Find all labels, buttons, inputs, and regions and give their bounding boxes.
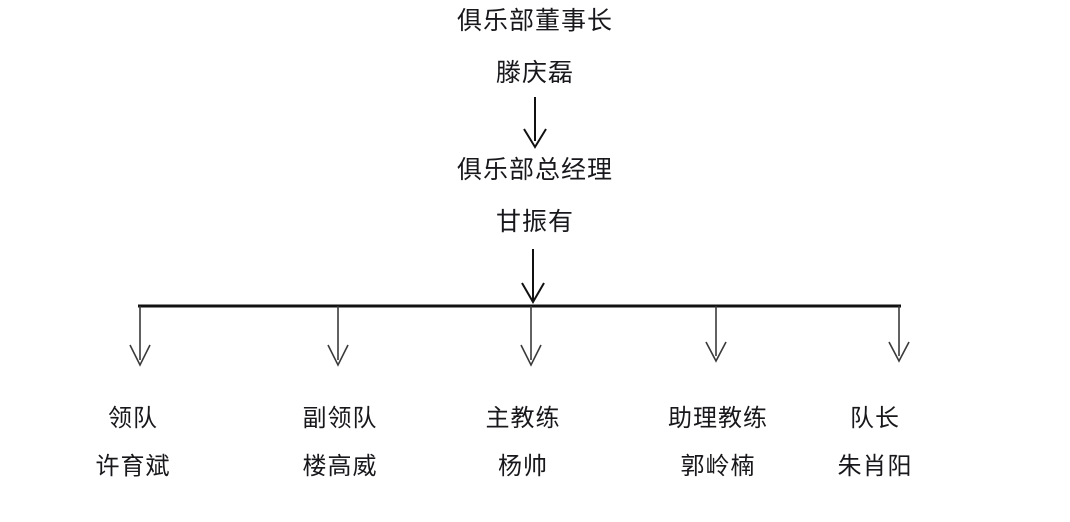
node-team-leader-name: 许育斌 [95,452,171,480]
node-deputy-team-leader-name: 楼高威 [302,452,378,480]
arrowhead-manager-to-bus [521,282,545,304]
node-deputy-team-leader-title: 副领队 [302,404,378,432]
arrowhead-branch-captain [888,341,910,363]
node-chairman-title: 俱乐部董事长 [456,6,613,35]
node-general-manager-title: 俱乐部总经理 [456,155,613,184]
node-general-manager-name: 甘振有 [495,207,574,236]
node-team-leader: 领队 许育斌 [33,406,233,478]
arrowhead-branch-deputy-team-leader [327,344,349,367]
node-captain: 队长 朱肖阳 [775,406,975,478]
node-head-coach-title: 主教练 [485,404,561,432]
node-assistant-coach-title: 助理教练 [668,404,768,432]
node-captain-name: 朱肖阳 [837,452,913,480]
arrowhead-branch-assistant-coach [705,341,727,363]
node-chairman-name: 滕庆磊 [495,58,574,87]
node-deputy-team-leader: 副领队 楼高威 [240,406,440,478]
node-assistant-coach: 助理教练 郭岭楠 [618,406,818,478]
node-head-coach: 主教练 杨帅 [423,406,623,478]
node-team-leader-title: 领队 [108,404,158,432]
node-captain-title: 队长 [850,404,900,432]
node-head-coach-name: 杨帅 [498,452,548,480]
arrowhead-branch-head-coach [520,344,542,367]
arrowhead-chairman-to-manager [523,128,547,149]
arrowhead-branch-team-leader [129,344,151,367]
node-assistant-coach-name: 郭岭楠 [680,452,756,480]
